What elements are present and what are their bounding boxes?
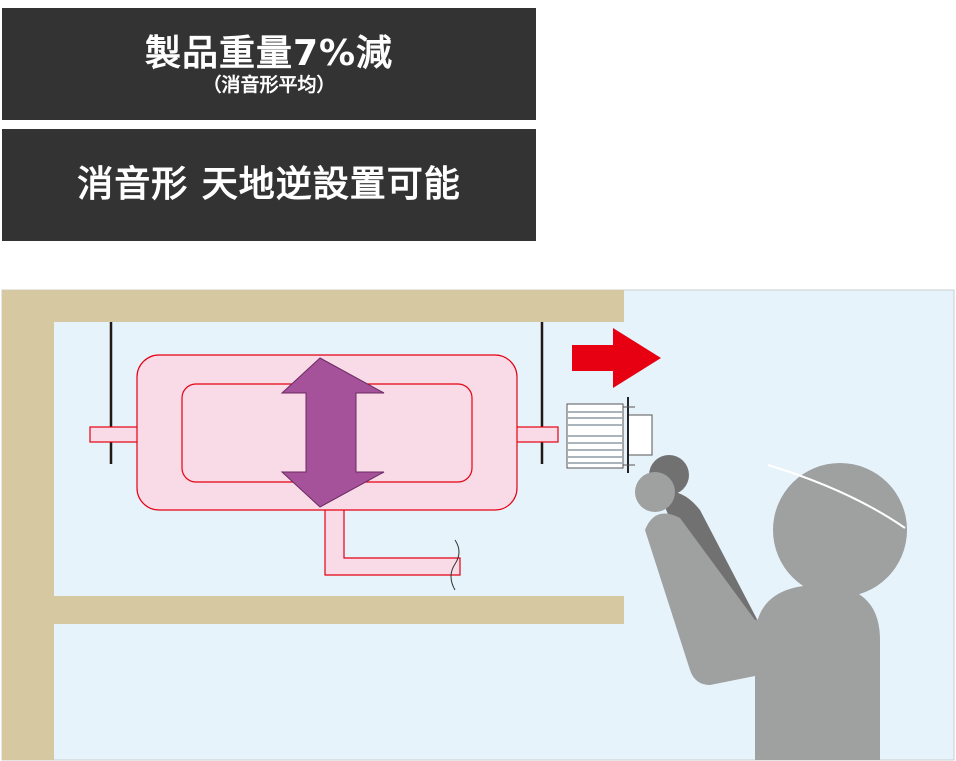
grille-unit (566, 397, 653, 473)
ceiling-structure (2, 290, 624, 760)
flex-duct-break (450, 539, 460, 591)
up-down-arrow-icon (280, 357, 385, 508)
reverse-install-banner: 消音形 天地逆設置可能 (2, 129, 536, 241)
banner-title: 製品重量7%減 (144, 33, 394, 74)
weight-reduction-banner: 製品重量7%減 （消音形平均） (2, 8, 536, 120)
banner-title: 消音形 天地逆設置可能 (77, 164, 461, 205)
installation-diagram (1, 289, 955, 761)
right-arrow-icon (572, 328, 661, 388)
worker-figure (635, 455, 907, 760)
banner-subtitle: （消音形平均） (202, 74, 336, 96)
